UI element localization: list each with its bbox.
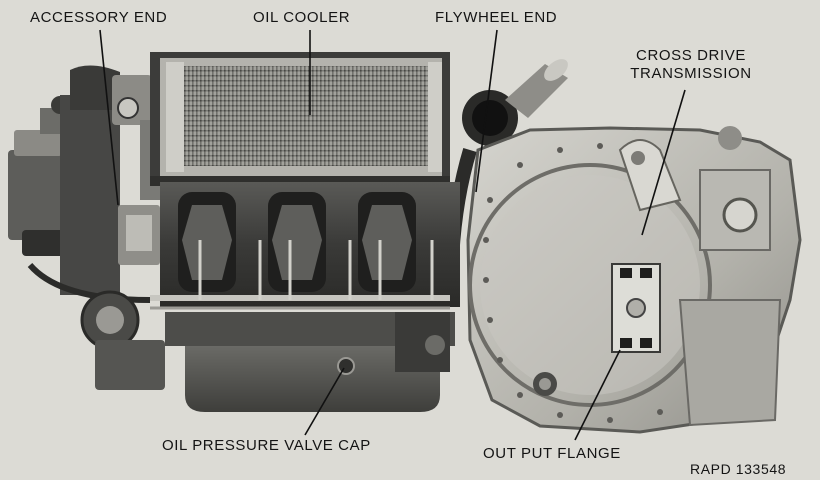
label-out-put-flange: OUT PUT FLANGE	[483, 445, 621, 462]
label-cross-drive-line-1: CROSS DRIVE	[636, 47, 746, 64]
leader-oil-pressure-valve-cap	[304, 367, 345, 436]
leader-lines	[99, 29, 686, 441]
oil-pan	[165, 312, 455, 412]
label-flywheel-end: FLYWHEEL END	[435, 9, 558, 26]
label-accessory-end: ACCESSORY END	[30, 9, 168, 26]
label-cross-drive-line-2: TRANSMISSION	[630, 65, 752, 82]
leader-flywheel-end	[475, 29, 498, 193]
reference-number: RAPD 133548	[690, 461, 787, 477]
label-oil-cooler: OIL COOLER	[253, 9, 351, 26]
oil-cooler-core	[150, 52, 450, 186]
leader-accessory-end	[99, 29, 119, 206]
leader-cross-drive-transmission	[641, 89, 686, 236]
accessory-assembly	[8, 65, 172, 390]
cross-drive-transmission	[466, 126, 802, 434]
engine-block	[150, 182, 460, 310]
label-cross-drive-transmission: CROSS DRIVE TRANSMISSION	[616, 47, 766, 83]
cylinder-banks	[178, 192, 416, 292]
output-flange	[611, 263, 661, 353]
leader-out-put-flange	[574, 349, 621, 441]
label-oil-pressure-valve-cap: OIL PRESSURE VALVE CAP	[162, 437, 371, 454]
